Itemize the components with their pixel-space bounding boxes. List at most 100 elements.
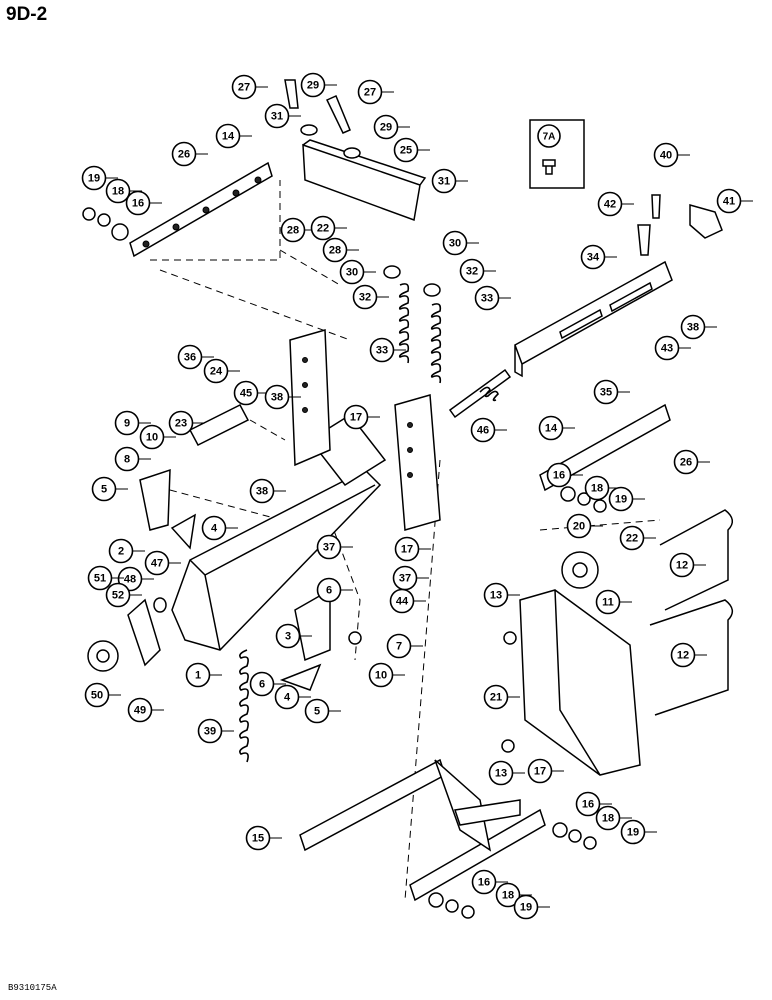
callout-39: 39 xyxy=(197,718,234,744)
callout-label: 28 xyxy=(287,225,299,237)
callout-label: 18 xyxy=(112,186,124,198)
u-bolt-upper xyxy=(659,509,734,611)
callout-label: 19 xyxy=(520,902,532,914)
callout-6: 6 xyxy=(316,577,353,603)
callout-46: 46 xyxy=(470,417,507,443)
callout-label: 16 xyxy=(478,877,490,889)
callout-51: 51 xyxy=(87,565,124,591)
callout-label: 3 xyxy=(285,631,291,643)
lower-yoke xyxy=(299,758,446,852)
callout-12: 12 xyxy=(670,642,707,668)
callout-29: 29 xyxy=(373,114,410,140)
callout-29: 29 xyxy=(300,72,337,98)
callout-26: 26 xyxy=(171,141,208,167)
callout-38: 38 xyxy=(680,314,717,340)
callout-label: 13 xyxy=(495,768,507,780)
callout-label: 18 xyxy=(602,813,614,825)
callout-16: 16 xyxy=(471,869,508,895)
callout-33: 33 xyxy=(474,285,511,311)
callout-label: 35 xyxy=(600,387,612,399)
callout-27: 27 xyxy=(357,79,394,105)
callout-label: 33 xyxy=(481,293,493,305)
callout-13: 13 xyxy=(488,760,525,786)
callout-17: 17 xyxy=(527,758,564,784)
callout-label: 47 xyxy=(151,558,163,570)
callout-50: 50 xyxy=(84,682,121,708)
callout-23: 23 xyxy=(168,410,205,436)
callout-label: 14 xyxy=(222,131,235,143)
mounting-bracket-top xyxy=(302,139,427,222)
callout-label: 12 xyxy=(676,560,688,572)
callout-28: 28 xyxy=(280,217,317,243)
callout-label: 6 xyxy=(326,585,332,597)
callout-label: 18 xyxy=(502,890,514,902)
callout-label: 17 xyxy=(350,412,362,424)
callout-label: 44 xyxy=(396,596,409,608)
callout-4: 4 xyxy=(201,515,238,541)
callout-label: 27 xyxy=(238,82,250,94)
callout-label: 19 xyxy=(615,494,627,506)
callout-26: 26 xyxy=(673,449,710,475)
mast-bracket-right xyxy=(394,394,441,531)
callout-34: 34 xyxy=(580,244,617,270)
callout-6: 6 xyxy=(249,671,286,697)
inset-label: 7A xyxy=(543,132,556,143)
callout-label: 42 xyxy=(604,199,616,211)
callout-14: 14 xyxy=(538,415,575,441)
callout-label: 17 xyxy=(534,766,546,778)
callout-37: 37 xyxy=(392,565,429,591)
callout-label: 48 xyxy=(124,574,136,586)
callout-19: 19 xyxy=(620,819,657,845)
callout-5: 5 xyxy=(304,698,341,724)
callout-label: 16 xyxy=(582,799,594,811)
callout-7: 7 xyxy=(386,633,423,659)
callout-label: 12 xyxy=(677,650,689,662)
callout-12: 12 xyxy=(669,552,706,578)
callout-label: 32 xyxy=(359,292,371,304)
callout-label: 18 xyxy=(591,483,603,495)
spring-left xyxy=(398,283,410,364)
callout-25: 25 xyxy=(393,137,430,163)
tension-spring xyxy=(239,649,249,763)
callout-label: 33 xyxy=(376,345,388,357)
callout-label: 19 xyxy=(88,173,100,185)
callout-label: 39 xyxy=(204,726,216,738)
callout-31: 31 xyxy=(431,168,468,194)
callout-label: 8 xyxy=(124,454,130,466)
main-frame xyxy=(171,469,382,651)
mounting-plate xyxy=(519,589,641,776)
callout-32: 32 xyxy=(459,258,496,284)
callout-label: 21 xyxy=(490,692,502,704)
callout-27: 27 xyxy=(231,74,268,100)
callout-38: 38 xyxy=(264,384,301,410)
callout-18: 18 xyxy=(595,805,632,831)
spring-right xyxy=(430,303,442,384)
callout-label: 50 xyxy=(91,690,103,702)
callout-31: 31 xyxy=(264,103,301,129)
callout-22: 22 xyxy=(310,215,347,241)
callout-label: 34 xyxy=(587,252,600,264)
callout-label: 40 xyxy=(660,150,672,162)
rod-with-spring xyxy=(448,368,512,419)
bolt-icon xyxy=(542,159,556,175)
callout-35: 35 xyxy=(593,379,630,405)
callout-label: 37 xyxy=(399,573,411,585)
callout-label: 4 xyxy=(211,523,218,535)
callout-label: 36 xyxy=(184,352,196,364)
callout-24: 24 xyxy=(203,358,240,384)
callout-label: 15 xyxy=(252,833,264,845)
callout-label: 1 xyxy=(195,670,201,682)
callout-9: 9 xyxy=(114,410,151,436)
callout-19: 19 xyxy=(81,165,118,191)
inset-box: 7A xyxy=(529,119,585,189)
callout-30: 30 xyxy=(339,259,376,285)
callout-18: 18 xyxy=(495,882,532,908)
callout-42: 42 xyxy=(597,191,634,217)
callout-30: 30 xyxy=(442,230,479,256)
callout-label: 20 xyxy=(573,521,585,533)
callout-40: 40 xyxy=(653,142,690,168)
callout-label: 6 xyxy=(259,679,265,691)
callout-label: 30 xyxy=(449,238,461,250)
callout-label: 31 xyxy=(438,176,450,188)
